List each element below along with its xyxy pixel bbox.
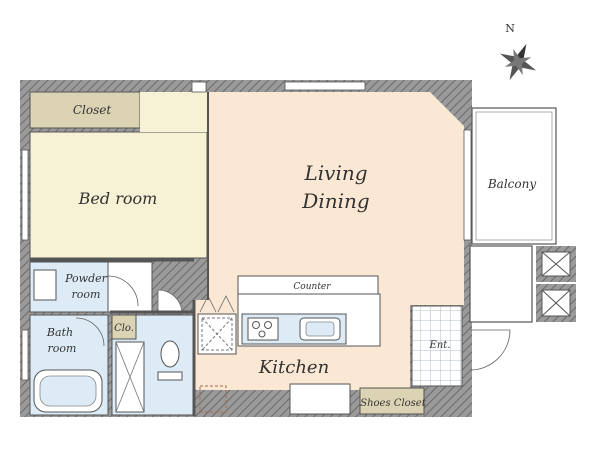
shoes-closet-area [359, 387, 425, 415]
appliance-space [199, 385, 227, 413]
living-label: Living [303, 161, 367, 185]
entrance-door-swing [469, 329, 511, 371]
bath-room-label: room [48, 342, 77, 355]
kitchen-back-wall [289, 383, 351, 415]
compass-icon [499, 43, 537, 81]
kitchen-label: Kitchen [258, 357, 329, 378]
utility-area [469, 245, 533, 323]
bedroom-area [29, 131, 208, 259]
clo-area [111, 314, 137, 340]
bath-door-swing [75, 317, 105, 347]
stove-icon [247, 317, 279, 341]
bedroom-label: Bed room [78, 189, 158, 208]
entrance-label: Ent. [429, 340, 451, 351]
entrance-area [411, 305, 463, 387]
bedroom-door-swing [157, 289, 183, 315]
powder-room-label: room [72, 288, 101, 301]
clo-label: Clo. [114, 323, 134, 334]
powder-label: Powder [64, 272, 108, 285]
closet-label: Closet [73, 103, 112, 117]
bath-label: Bath [46, 326, 73, 339]
toilet-icon [160, 340, 180, 368]
compass-north-label: N [505, 22, 515, 35]
shoes-closet-label: Shoes Closet [360, 398, 426, 409]
dining-label: Dining [301, 189, 369, 213]
balcony-label: Balcony [487, 177, 536, 191]
closet-gap [140, 92, 208, 132]
sink-icon [33, 269, 57, 301]
powder-door-area [107, 261, 153, 313]
counter-label: Counter [293, 282, 331, 292]
powder-door-swing [107, 275, 139, 307]
balcony-area [471, 107, 557, 245]
